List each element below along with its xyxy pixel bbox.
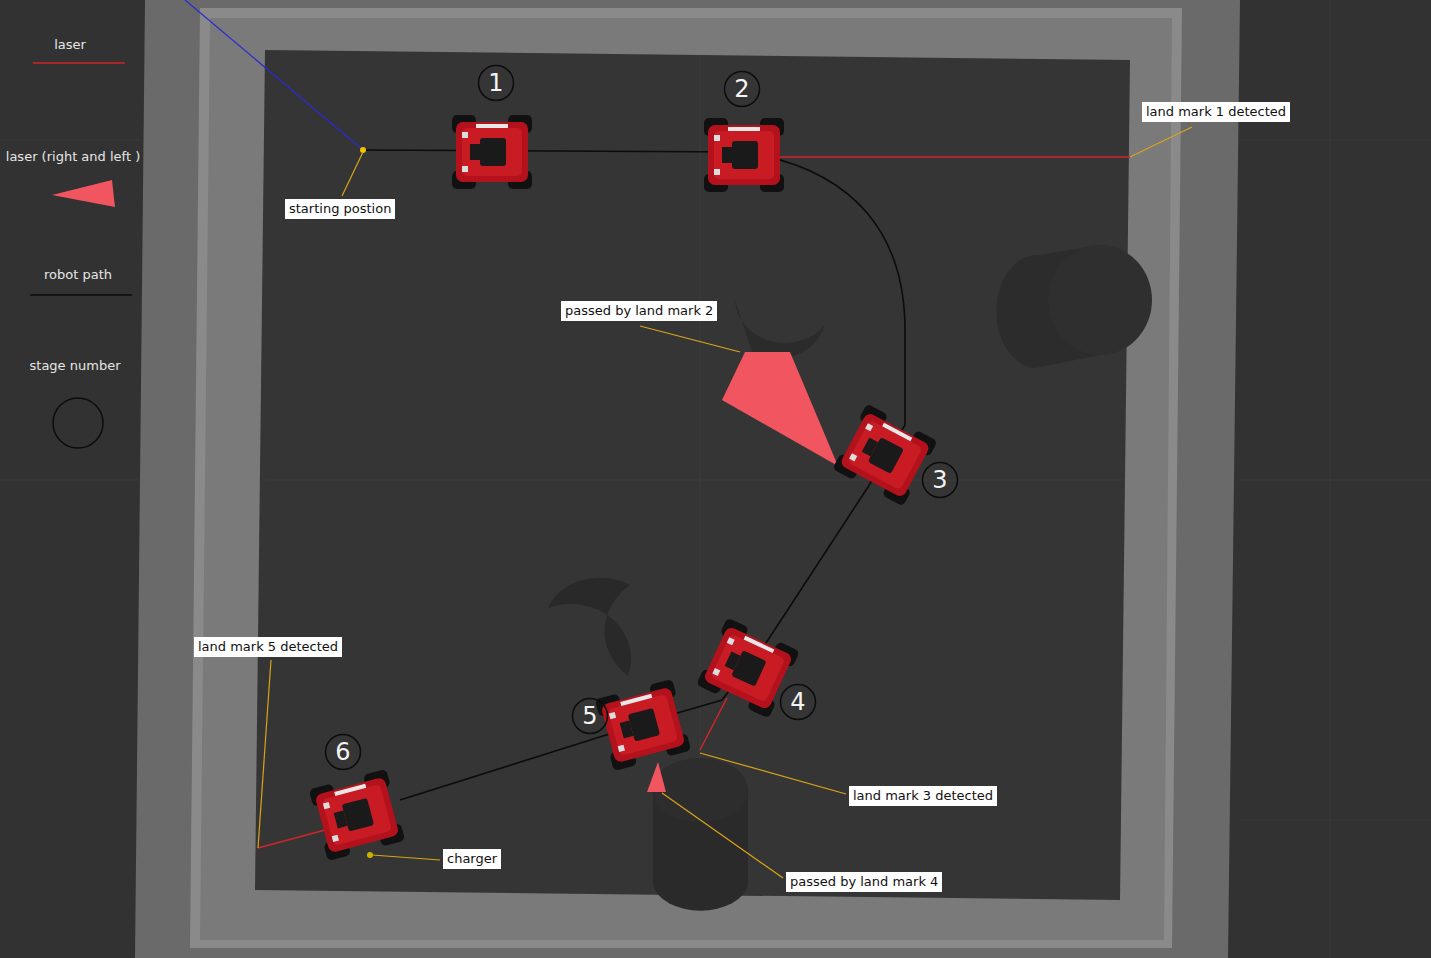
cylinder-obstacle <box>735 300 825 358</box>
stage-number: 2 <box>723 70 761 108</box>
legend-text: robot path <box>44 267 112 282</box>
wall-top <box>190 8 1182 948</box>
stage-number: 4 <box>779 683 817 721</box>
wall-outer <box>135 0 1240 958</box>
laser-beam <box>780 156 1130 158</box>
legend-sample <box>33 62 125 64</box>
callout-text: land mark 1 detected <box>1146 104 1286 119</box>
legend-text: stage number <box>30 358 121 373</box>
laser-beam <box>258 830 325 848</box>
stage-label: 3 <box>921 461 959 499</box>
leader-line <box>258 127 1192 878</box>
stage-number: 3 <box>921 461 959 499</box>
cylinder-obstacle <box>996 245 1152 368</box>
stage-label: 2 <box>723 70 761 108</box>
stage-label: 1 <box>477 64 515 102</box>
robot <box>704 118 784 192</box>
legend-sample <box>53 398 103 448</box>
callout-box: passed by land mark 2 <box>561 301 717 321</box>
robot <box>595 679 691 771</box>
legend-sample <box>30 294 132 296</box>
callout-text: charger <box>447 851 497 866</box>
stage-number: 6 <box>324 733 362 771</box>
callout-text: passed by land mark 2 <box>565 303 713 318</box>
cylinder-obstacle <box>652 758 748 911</box>
robot <box>832 404 937 507</box>
legend-text: laser <box>54 37 86 52</box>
callout-box: land mark 5 detected <box>194 637 342 657</box>
laser-beam <box>185 0 363 150</box>
robot <box>452 115 532 189</box>
arena-floor <box>255 50 1130 900</box>
callout-text: starting postion <box>289 201 391 216</box>
robot <box>696 618 800 719</box>
legend-sample <box>52 180 115 207</box>
callout-box: land mark 1 detected <box>1142 102 1290 122</box>
laser-fan <box>722 352 838 466</box>
cylinder-obstacle <box>548 578 631 676</box>
floor-grid <box>265 55 1125 895</box>
stage-number: 1 <box>477 64 515 102</box>
callout-text: land mark 3 detected <box>853 788 993 803</box>
legend-text: laser (right and left ) <box>6 149 140 164</box>
callout-box: charger <box>443 849 501 869</box>
laser-fan <box>647 762 666 792</box>
robot <box>309 769 405 861</box>
callout-box: land mark 3 detected <box>849 786 997 806</box>
callout-text: passed by land mark 4 <box>790 874 938 889</box>
stage-label: 4 <box>779 683 817 721</box>
callout-box: starting postion <box>285 199 395 219</box>
stage-label: 5 <box>571 697 609 735</box>
stage-number: 5 <box>571 697 609 735</box>
callout-text: land mark 5 detected <box>198 639 338 654</box>
wall-inner <box>200 18 1172 940</box>
robot-path <box>363 150 905 800</box>
callout-box: passed by land mark 4 <box>786 872 942 892</box>
stage-label: 6 <box>324 733 362 771</box>
